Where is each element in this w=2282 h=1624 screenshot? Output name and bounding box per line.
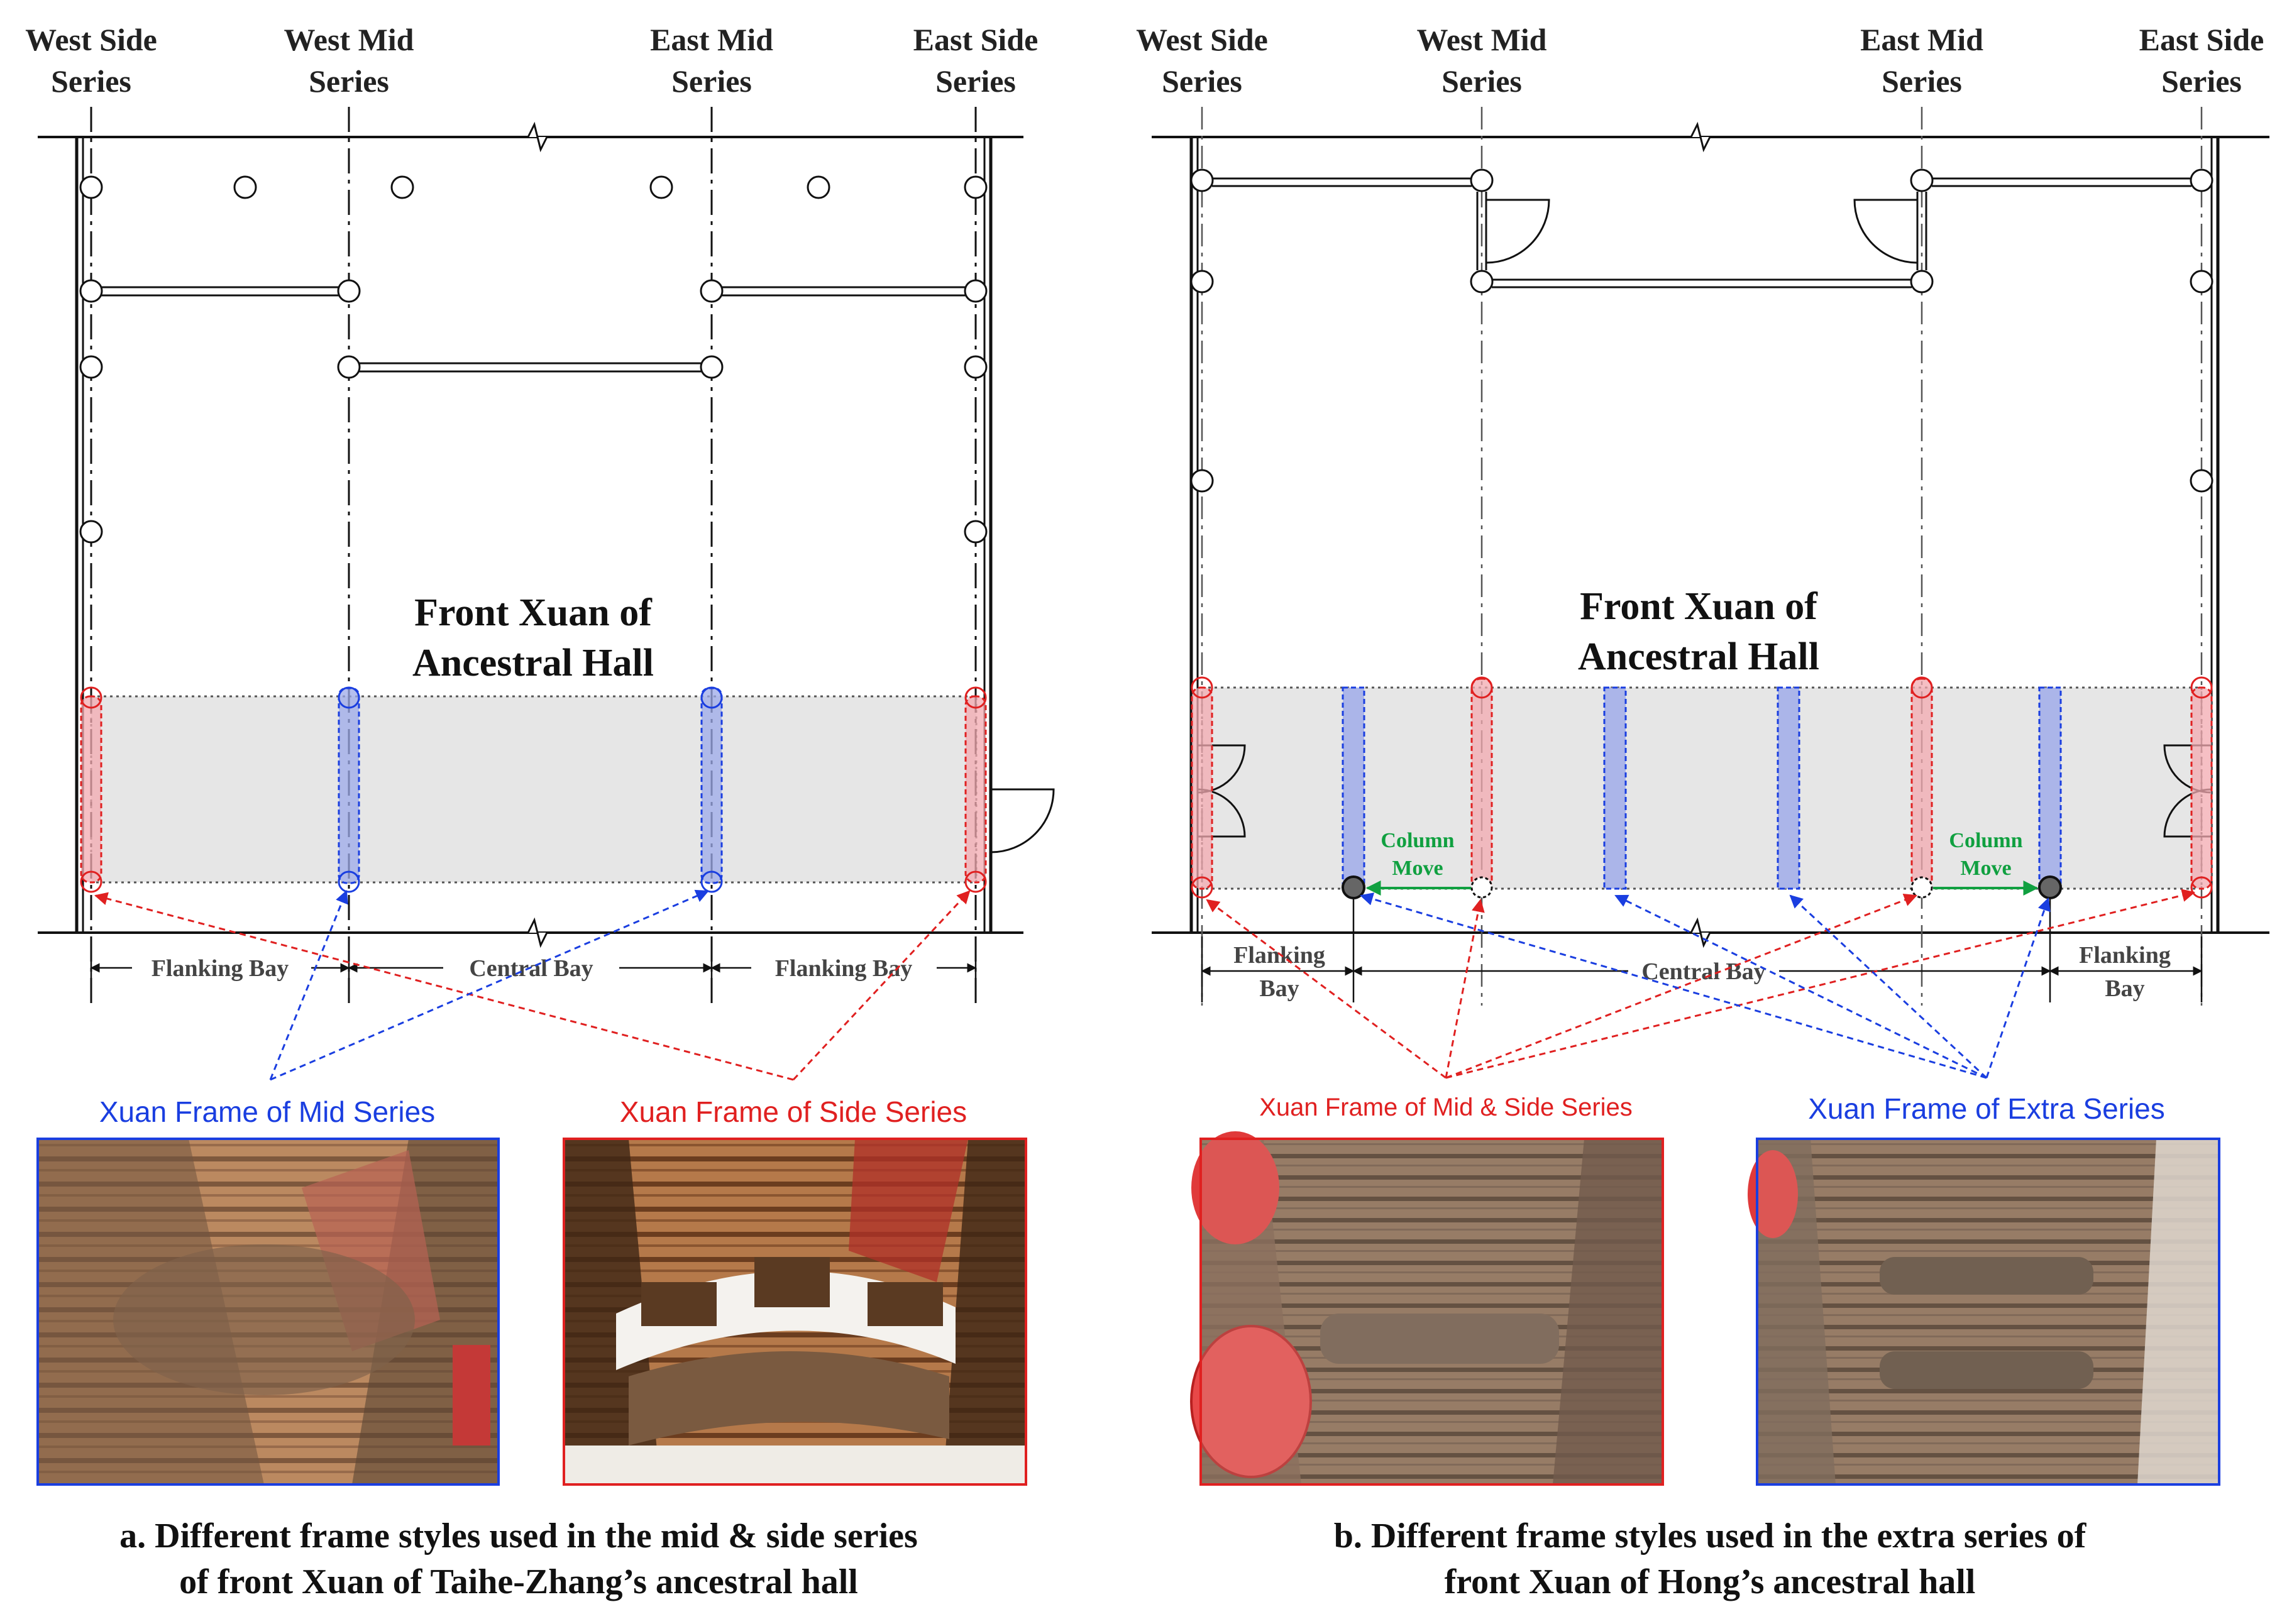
side-frame-west <box>80 695 102 884</box>
photo-mid-side-series: ceiling-photo-mid-side-series <box>1190 1131 1664 1486</box>
header-east-mid: East Mid <box>650 22 773 57</box>
panel-a-title-line2: Ancestral Hall <box>412 642 654 684</box>
panel-a-bay-flank-right: Flanking Bay <box>775 955 913 982</box>
panel-a-legend-side: Xuan Frame of Side Series <box>620 1095 967 1128</box>
panel-b-bay-dimensions <box>1201 899 2203 1002</box>
panel-b-series-headers: West Side Series West Mid Series East Mi… <box>1136 22 2264 99</box>
panel-a-caption: a. Different frame styles used in the mi… <box>119 1517 918 1601</box>
b-mid-frame-east <box>1910 678 1933 890</box>
panel-b-caption-line2: front Xuan of Hong’s ancestral hall <box>1445 1562 1976 1601</box>
header-b-east-side-series: Series <box>2161 63 2242 99</box>
panel-b-caption: b. Different frame styles used in the ex… <box>1334 1517 2087 1601</box>
panel-a-legend-mid: Xuan Frame of Mid Series <box>99 1095 435 1128</box>
header-b-west-mid: West Mid <box>1417 22 1547 57</box>
column-move-west-1: Column <box>1381 829 1454 852</box>
header-east-side: East Side <box>913 22 1039 57</box>
panel-a-caption-line2: of front Xuan of Taihe-Zhang’s ancestral… <box>179 1562 858 1601</box>
panel-a-bay-flank-left: Flanking Bay <box>152 955 289 982</box>
panel-a: West Side Series West Mid Series East Mi… <box>25 22 1055 1601</box>
side-frame-east <box>964 695 987 884</box>
header-west-side: West Side <box>25 22 157 57</box>
panel-b-legend-mid-side: Xuan Frame of Mid & Side Series <box>1259 1094 1633 1121</box>
panel-b-bay-flank-right-1: Flanking <box>2079 942 2171 968</box>
photo-extra-series: ceiling-photo-extra-series <box>1748 1138 2220 1486</box>
panel-a-mid-frames <box>338 686 723 893</box>
mid-frame-east <box>700 687 723 884</box>
photo-mid-series: ceiling-photo-mid-series <box>36 1138 500 1486</box>
photo-side-series: ceiling-photo-side-series <box>563 1138 1027 1486</box>
panel-b-side-frames <box>1191 676 2213 899</box>
column-move-east-2: Move <box>1960 857 2011 880</box>
column-move-east-1: Column <box>1949 829 2022 852</box>
panel-b-bay-flank-left-1: Flanking <box>1233 942 1325 968</box>
b-side-frame-east <box>2190 686 2213 890</box>
header-b-west-side: West Side <box>1136 22 1268 57</box>
b-mid-frame-west <box>1470 678 1493 890</box>
panel-b-floor-plan <box>1152 107 2269 1006</box>
header-west-side-series: Series <box>51 63 131 99</box>
panel-a-title-line1: Front Xuan of <box>414 591 653 634</box>
panel-b-bay-central: Central Bay <box>1641 958 1765 985</box>
panel-a-caption-line1: a. Different frame styles used in the mi… <box>119 1517 918 1555</box>
panel-a-pointer-arrows <box>94 889 971 1081</box>
header-b-east-side: East Side <box>2139 22 2264 57</box>
header-west-mid: West Mid <box>284 22 414 57</box>
panel-b: West Side Series West Mid Series East Mi… <box>1136 22 2269 1601</box>
header-east-side-series: Series <box>935 63 1016 99</box>
front-xuan-zone-b <box>1201 686 2203 890</box>
mid-frame-west <box>338 687 360 884</box>
panel-b-title: Front Xuan of Ancestral Hall <box>1578 585 1819 678</box>
extra-frame-2 <box>1603 686 1627 890</box>
panel-b-extra-frames <box>1342 686 2062 899</box>
header-b-west-mid-series: Series <box>1441 63 1522 99</box>
header-east-mid-series: Series <box>671 63 752 99</box>
panel-a-bay-central: Central Bay <box>469 955 593 982</box>
panel-b-bay-flank-right-2: Bay <box>2105 975 2144 1002</box>
panel-b-legend-extra: Xuan Frame of Extra Series <box>1808 1092 2165 1125</box>
header-b-east-mid-series: Series <box>1882 63 1962 99</box>
panel-a-floor-plan <box>38 107 1055 1006</box>
panel-a-title: Front Xuan of Ancestral Hall <box>412 591 654 684</box>
header-b-east-mid: East Mid <box>1860 22 1983 57</box>
panel-b-caption-line1: b. Different frame styles used in the ex… <box>1334 1517 2087 1555</box>
panel-b-bay-flank-left-2: Bay <box>1259 975 1299 1002</box>
panel-b-title-line2: Ancestral Hall <box>1578 635 1819 678</box>
front-xuan-zone-a <box>90 695 978 884</box>
header-west-mid-series: Series <box>309 63 389 99</box>
header-b-west-side-series: Series <box>1162 63 1242 99</box>
panel-a-series-headers: West Side Series West Mid Series East Mi… <box>25 22 1038 99</box>
extra-frame-1 <box>1342 686 1365 890</box>
panel-a-side-frames <box>80 686 987 893</box>
extra-frame-4 <box>2038 686 2062 890</box>
panel-b-title-line1: Front Xuan of <box>1580 585 1818 628</box>
panel-b-pointer-arrows <box>1206 889 2196 1079</box>
column-move-west-2: Move <box>1392 857 1443 880</box>
extra-frame-3 <box>1777 686 1800 890</box>
b-side-frame-west <box>1191 686 1213 890</box>
